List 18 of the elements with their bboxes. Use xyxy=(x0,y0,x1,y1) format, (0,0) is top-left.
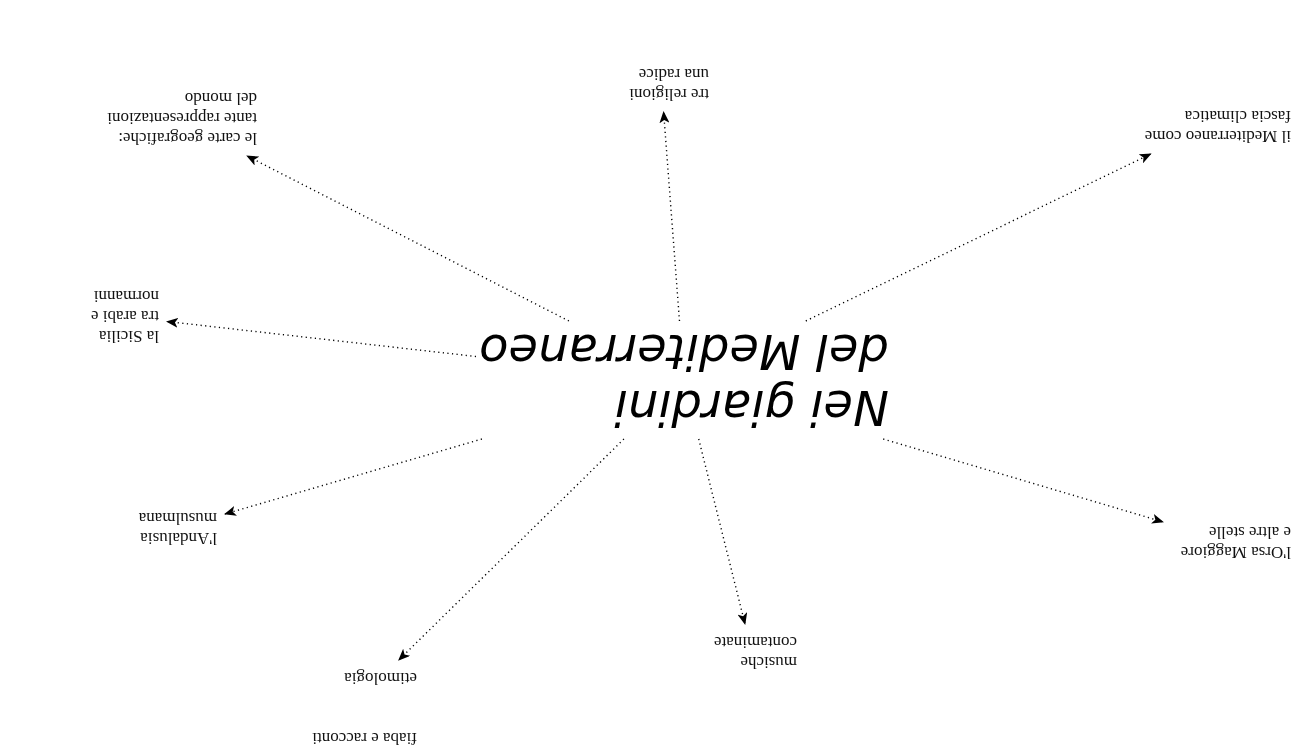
topic-text: il Mediterraneo come fascia climatica xyxy=(1126,106,1291,146)
dotted-arrow xyxy=(224,438,483,516)
topic-text: la Sicilia tra arabi e normanni xyxy=(77,286,159,346)
dotted-arrow xyxy=(805,153,1152,322)
topic-text: l'Andalusia musulmana xyxy=(137,508,217,548)
topic-text: etimologia xyxy=(344,668,417,688)
topic-text: le carte geografiche: tante rappresentazioni del mondo xyxy=(89,88,257,148)
central-topic: Nei giardini del Mediterraneo xyxy=(479,324,889,436)
dotted-arrow xyxy=(246,155,570,322)
topic-text: l'Orsa Maggiore e altre stelle xyxy=(1171,522,1291,562)
dotted-arrow xyxy=(659,111,681,322)
topic-text: tre religioni una radice xyxy=(614,64,709,104)
topic-text: musiche contaminate xyxy=(707,632,797,672)
topic-text: fiaba e racconti xyxy=(312,728,417,748)
dotted-arrow xyxy=(398,438,625,661)
dotted-arrow xyxy=(166,317,477,358)
dotted-arrow xyxy=(882,438,1164,524)
dotted-arrow xyxy=(698,438,748,625)
